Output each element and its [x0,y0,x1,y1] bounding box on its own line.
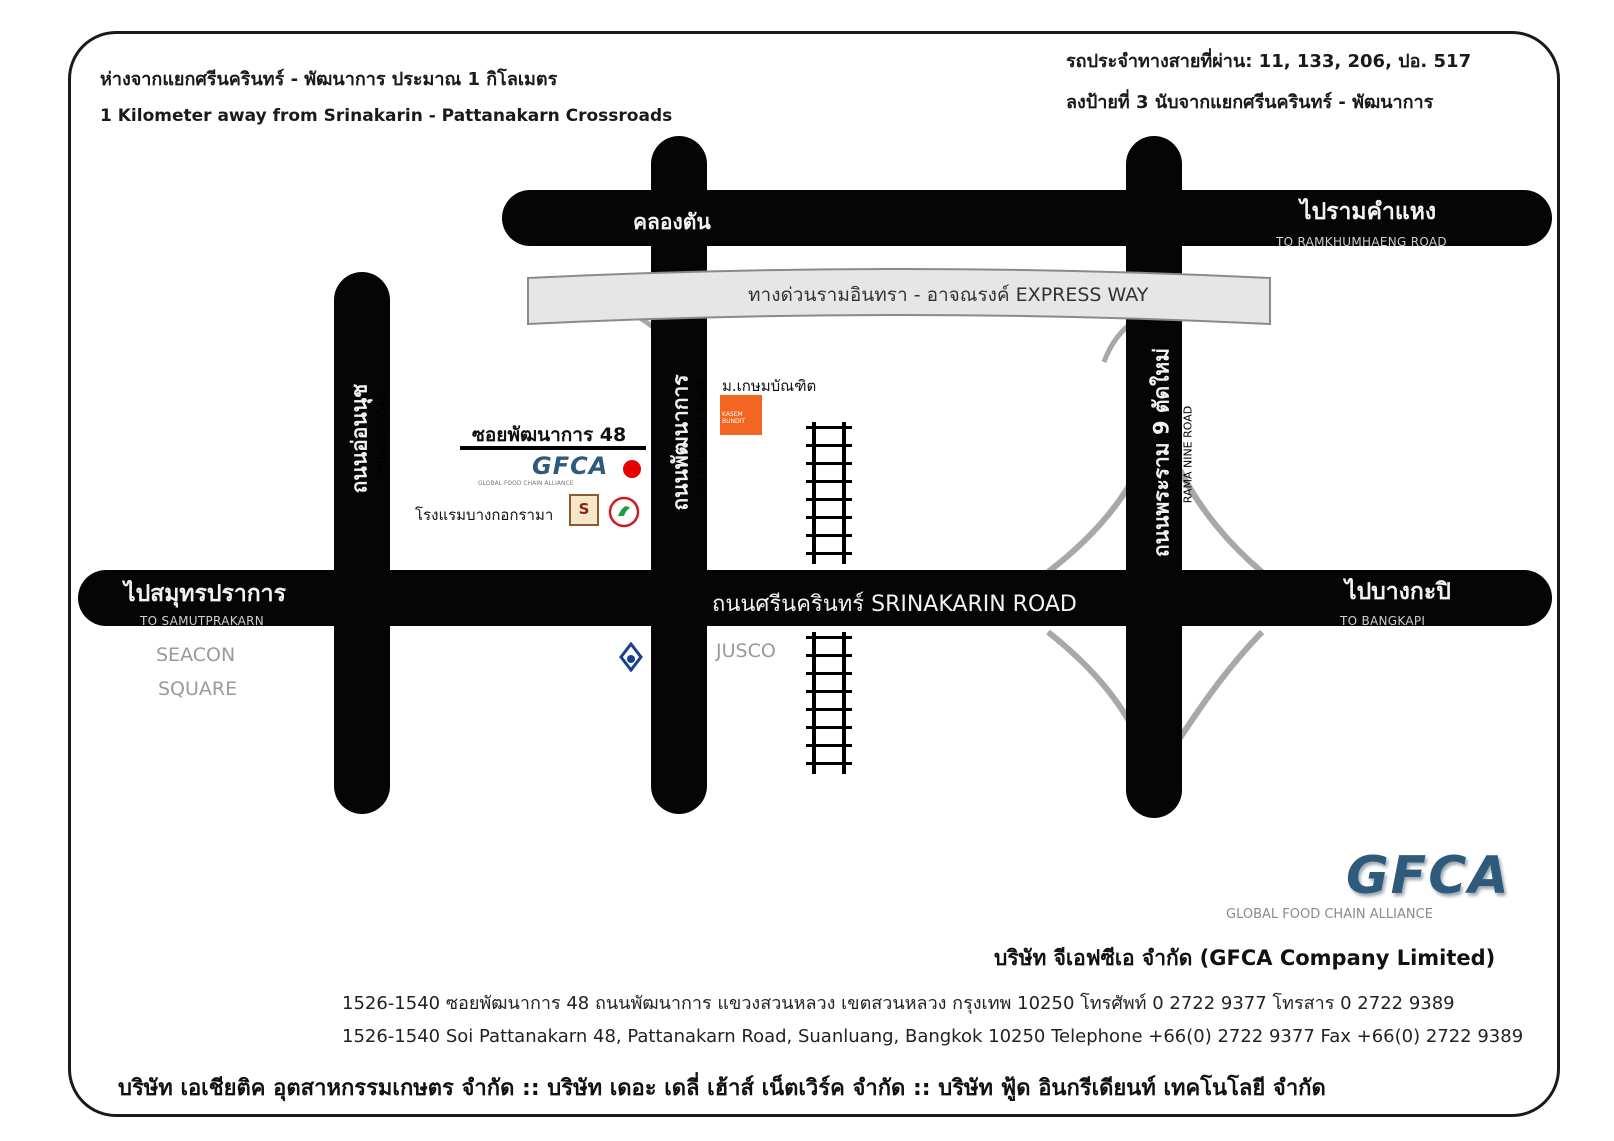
to-ramkhamhaeng-thai-label: ไปรามคำแหง [1300,199,1437,225]
gfca-company-logo: GFCA [1346,846,1511,906]
bus-lines-text: รถประจำทางสายที่ผ่าน: 11, 133, 206, ปอ. … [1066,51,1472,72]
to-samutprakarn-thai-label: ไปสมุทรปราการ [124,581,286,607]
expressway-label: ทางด่วนรามอินทรา - อาจณรงค์ EXPRESS WAY [748,284,1149,306]
pattanakarn-thai-label: ถนนพัฒนาการ [668,374,693,511]
company-address-english: 1526-1540 Soi Pattanakarn 48, Pattanakar… [342,1026,1524,1047]
gfca-small-logo: GFCA [532,452,609,480]
distance-thai-text: ห่างจากแยกศรีนครินทร์ - พัฒนาการ ประมาณ … [100,69,558,90]
company-address-thai: 1526-1540 ซอยพัฒนาการ 48 ถนนพัฒนาการ แขว… [342,993,1455,1014]
to-ramkhamhaeng-english-label: TO RAMKHUMHAENG ROAD [1276,235,1447,249]
srinakarin-road [78,570,1552,626]
soi-48-label: ซอยพัฒนาการ 48 [472,424,627,446]
bangkok-bank-logo-icon [619,642,643,672]
pattanakarn-road [651,136,707,814]
railway-track-north-icon [806,422,852,564]
onnuch-thai-label: ถนนอ่อนนุช [347,383,372,494]
to-bangkapi-english-label: TO BANGKAPI [1340,614,1426,628]
interchange-ramp-nw-inner [1177,468,1264,575]
onnuch-road [334,272,390,814]
seacon-square-label-line1: SEACON [156,644,236,666]
to-bangkapi-thai-label: ไปบางกะปิ [1345,579,1451,605]
soi-48-line [460,446,646,450]
seacon-square-label-line2: SQUARE [158,678,238,700]
jusco-label: JUSCO [716,640,776,662]
expressway-band [527,268,1271,326]
pattanakarn-english-label: PATTANAKARN ROAD [695,381,709,496]
map-frame [68,31,1560,1117]
interchange-ramp-se [1177,629,1265,740]
company-name: บริษัท จีเอฟซีเอ จำกัด (GFCA Company Lim… [994,946,1496,970]
railway-track-south-icon [806,632,852,774]
rama9-english-label: RAMA NINE ROAD [1181,405,1195,504]
affiliates-footer: บริษัท เอเชียติค อุตสาหกรรมเกษตร จำกัด :… [118,1076,1326,1101]
onnuch-english-label: ONNUCH ROAD [375,392,389,477]
distance-english-text: 1 Kilometer away from Srinakarin - Patta… [100,106,673,126]
gfca-company-logo-sub: GLOBAL FOOD CHAIN ALLIANCE [1226,907,1433,922]
to-samutprakarn-english-label: TO SAMUTPRAKARN [140,614,265,628]
bus-stop-text: ลงป้ายที่ 3 นับจากแยกศรีนครินทร์ - พัฒนา… [1066,92,1434,113]
kbank-logo-icon [608,496,640,528]
kasem-bundit-label: ม.เกษมบัณฑิต [722,377,817,395]
red-dot-marker-icon [623,460,641,478]
rama9-thai-label: ถนนพระราม 9 ตัดใหม่ [1149,347,1174,558]
khlong-ton-label: คลองตัน [633,210,711,234]
kasem-bundit-logo-text: KASEM BUNDIT [722,411,746,425]
rama9-road [1126,136,1182,818]
hotel-logo-icon: S [569,494,599,526]
kasem-bundit-logo-icon: KASEM BUNDIT [720,395,762,435]
interchange-ramp-ne [1046,468,1141,575]
srinakarin-road-label: ถนนศรีนครินทร์ SRINAKARIN ROAD [712,592,1077,617]
interchange-ramp-sw [1046,629,1141,740]
hotel-label: โรงแรมบางกอกรามา [415,506,554,524]
gfca-small-logo-sub: GLOBAL FOOD CHAIN ALLIANCE [478,480,574,487]
